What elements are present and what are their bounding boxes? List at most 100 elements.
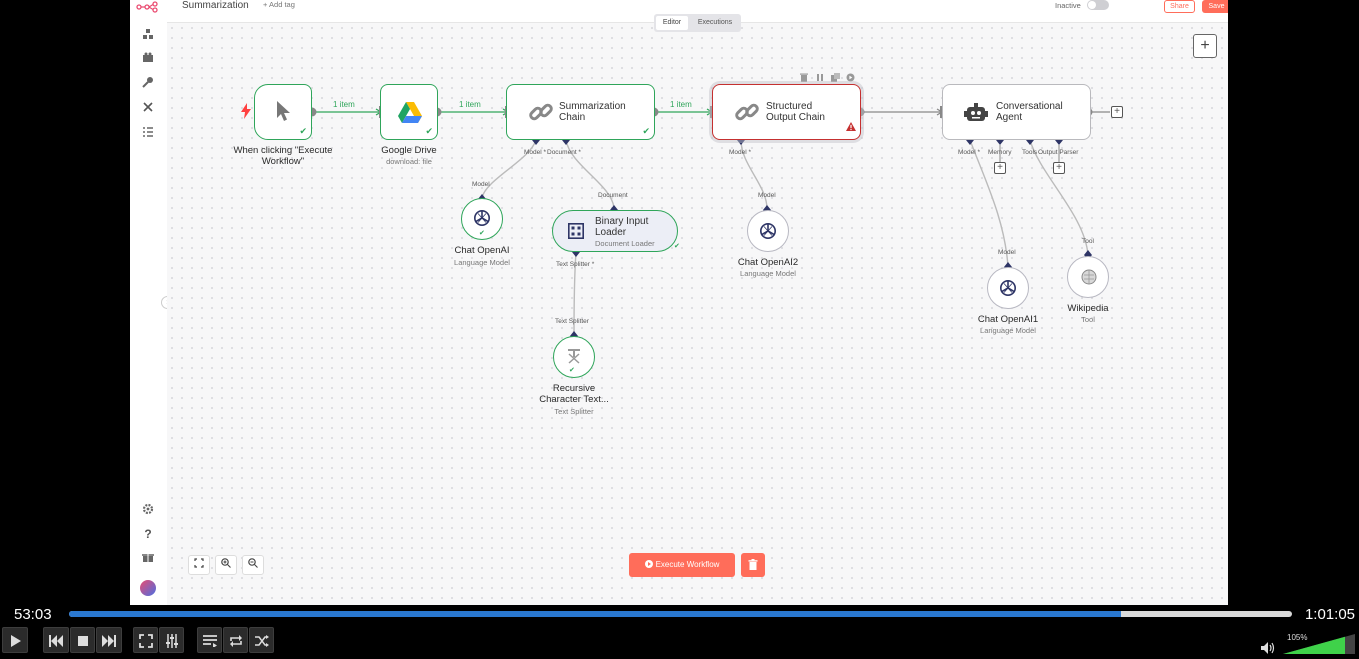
volume-level: 105% <box>1287 633 1308 642</box>
port-label-agent-model-req: Model * <box>958 149 981 156</box>
binary-loader-sub: Document Loader <box>595 239 655 248</box>
volume-slider[interactable] <box>1283 634 1355 654</box>
previous-button[interactable] <box>43 627 69 653</box>
node-google-drive[interactable]: ✔ <box>380 84 438 140</box>
templates-icon[interactable] <box>141 52 155 66</box>
wikipedia-label: Wikipedia <box>1067 303 1109 314</box>
edge-chatopenai2-structured <box>740 139 768 210</box>
play-icon <box>644 560 653 568</box>
chain-link-icon <box>528 99 554 130</box>
success-check-icon: ✔ <box>674 243 680 250</box>
node-structured-output-chain[interactable]: Structured Output Chain <box>712 84 861 140</box>
toggle-knob <box>1088 1 1096 9</box>
variables-icon[interactable] <box>141 101 155 115</box>
fit-view-button[interactable] <box>188 555 210 575</box>
play-button[interactable] <box>2 627 28 653</box>
port-label-openai1-model: Model <box>998 249 1016 256</box>
success-check-icon: ✔ <box>642 126 650 136</box>
port-label-structured-model-req: Model * <box>729 149 752 156</box>
edge-label-3: 1 item <box>668 100 694 109</box>
workflow-name[interactable]: Summarization <box>182 0 249 11</box>
zoom-out-button[interactable] <box>242 555 264 575</box>
port-label-text-splitter-req: Text Splitter * <box>556 261 595 268</box>
edge-chatopenai1-agent <box>969 139 1009 268</box>
add-tag-link[interactable]: + Add tag <box>263 0 295 9</box>
summarization-title: Summarization Chain <box>559 101 626 123</box>
binary-loader-title: Binary Input Loader <box>595 216 649 238</box>
settings-icon[interactable] <box>141 503 155 517</box>
recursive-label: Recursive Character Text... <box>539 383 609 405</box>
node-summarization-chain[interactable]: Summarization Chain ✔ <box>506 84 655 140</box>
edge-label-2: 1 item <box>457 100 483 109</box>
deactivate-node-icon[interactable] <box>816 69 826 81</box>
node-wikipedia[interactable] <box>1067 256 1109 298</box>
success-check-icon: ✔ <box>425 126 433 136</box>
edge-loader-summarization <box>565 139 615 209</box>
trigger-label: When clicking "Execute Workflow" <box>233 145 333 167</box>
zoom-in-button[interactable] <box>215 555 237 575</box>
openai-icon <box>999 279 1017 302</box>
document-loader-icon <box>568 223 584 244</box>
chat-openai1-label: Chat OpenAI1 <box>977 314 1039 325</box>
google-drive-icon <box>398 102 422 128</box>
port-label-tools: Tools <box>1022 149 1038 156</box>
trigger-bolt-icon <box>241 103 251 119</box>
chain-link-icon <box>734 99 760 130</box>
execute-node-icon[interactable] <box>846 69 856 82</box>
executions-list-icon[interactable] <box>141 126 155 140</box>
port-label-memory: Memory <box>988 149 1012 156</box>
shuffle-button[interactable] <box>249 627 274 653</box>
google-drive-sub: download: file <box>386 157 432 166</box>
node-recursive-text-splitter[interactable]: ✔ <box>553 336 595 378</box>
fullscreen-button[interactable] <box>133 627 158 653</box>
success-check-icon: ✔ <box>479 230 485 237</box>
wikipedia-globe-icon <box>1081 269 1097 290</box>
add-memory-icon[interactable]: + <box>994 162 1006 174</box>
app-window: › ? Summarization + Add tag Inactive Sha… <box>130 0 1228 605</box>
execute-workflow-button[interactable]: Execute Workflow <box>629 553 735 577</box>
credentials-icon[interactable] <box>141 76 155 90</box>
edge-chatopenai-summarization <box>481 139 537 199</box>
n8n-logo[interactable] <box>136 0 160 13</box>
success-check-icon: ✔ <box>569 367 575 374</box>
agent-title: Conversational Agent <box>996 101 1063 123</box>
duplicate-node-icon[interactable] <box>831 69 841 82</box>
save-button[interactable]: Save <box>1202 0 1228 13</box>
structured-title: Structured Output Chain <box>766 101 825 123</box>
extended-settings-button[interactable] <box>159 627 184 653</box>
workflows-icon[interactable] <box>141 28 155 42</box>
node-chat-openai2[interactable] <box>747 210 789 252</box>
user-avatar[interactable] <box>140 580 156 596</box>
whats-new-icon[interactable] <box>141 551 155 565</box>
recursive-sub: Text Splitter <box>554 407 594 416</box>
chat-openai-sub: Language Model <box>454 258 510 267</box>
speaker-icon[interactable] <box>1261 641 1275 654</box>
add-next-node-icon[interactable]: + <box>1111 106 1123 118</box>
node-binary-input-loader[interactable]: Binary Input Loader Document Loader <box>552 210 678 252</box>
top-bar: Summarization + Add tag Inactive Share S… <box>167 0 1228 23</box>
add-node-button[interactable]: + <box>1193 34 1217 58</box>
help-icon[interactable]: ? <box>144 527 152 541</box>
tab-editor[interactable]: Editor <box>656 16 688 30</box>
workflow-canvas[interactable]: + ✔ When clicking "Execute Workflow" ✔ G… <box>167 23 1228 605</box>
node-chat-openai1[interactable] <box>987 267 1029 309</box>
tab-executions[interactable]: Executions <box>697 19 733 26</box>
stop-button[interactable] <box>70 627 95 653</box>
node-chat-openai[interactable]: ✔ <box>461 198 503 240</box>
next-button[interactable] <box>96 627 122 653</box>
clear-execution-button[interactable] <box>741 553 765 577</box>
delete-node-icon[interactable] <box>800 69 810 82</box>
seek-bar[interactable] <box>69 611 1292 617</box>
node-conversational-agent[interactable]: Conversational Agent <box>942 84 1091 140</box>
add-output-parser-icon[interactable]: + <box>1053 162 1065 174</box>
share-button[interactable]: Share <box>1164 0 1195 13</box>
node-manual-trigger[interactable]: ✔ <box>254 84 312 140</box>
chat-openai2-sub: Language Model <box>740 269 796 278</box>
loop-button[interactable] <box>223 627 248 653</box>
chat-openai2-label: Chat OpenAI2 <box>737 257 799 268</box>
active-toggle[interactable] <box>1087 0 1109 10</box>
playlist-button[interactable] <box>197 627 222 653</box>
openai-icon <box>759 222 777 245</box>
google-drive-label: Google Drive <box>381 145 437 156</box>
port-label-document: Document <box>598 192 628 199</box>
